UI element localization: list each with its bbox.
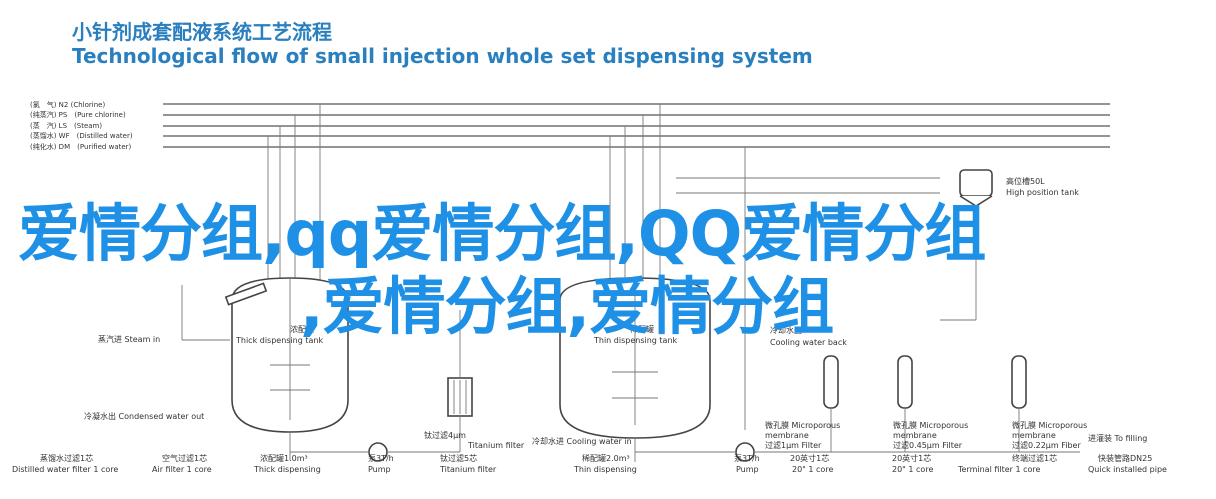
titanium-filter (447, 310, 473, 430)
cooling-back-label-cn: 冷却水回 (770, 325, 802, 335)
caption-en: Thick dispensing (253, 465, 321, 474)
legend-item: (纯蒸汽) PS (Pure chlorine) (30, 110, 126, 119)
caption-cn: 泵3T/h (734, 454, 760, 463)
caption-en: 20" 1 core (792, 465, 833, 474)
overlay-text-line-2: ,爱情分组,爱情分组 (300, 270, 834, 343)
diagram-title-cn: 小针剂成套配液系统工艺流程 (72, 20, 332, 44)
caption-cn: 浓配罐1.0m³ (260, 453, 308, 463)
cooling-back-label-en: Cooling water back (770, 338, 847, 347)
steam-in-label: 蒸汽进 Steam in (98, 334, 160, 344)
ti-filter-label-2: Titanium filter (467, 441, 525, 450)
cooling-in-label: 冷却水进 Cooling water in (532, 436, 632, 446)
caption-en: Pump (368, 465, 391, 474)
vertical-drops (181, 104, 940, 430)
caption-en: Terminal filter 1 core (957, 465, 1041, 474)
diagram-title-en: Technological flow of small injection wh… (72, 44, 813, 68)
caption-en: Quick installed pipe (1088, 465, 1167, 474)
micro-filter-3-line1: 微孔膜 Microporous (1012, 420, 1087, 430)
legend-item: (纯化水) DM (Purified water) (30, 142, 132, 151)
microporous-filters (823, 355, 1027, 452)
thin-tank-label-cn: 稀配罐 (630, 324, 654, 334)
caption-en: Air filter 1 core (152, 465, 212, 474)
caption-cn: 空气过滤1芯 (162, 453, 207, 463)
micro-filter-1-line1: 微孔膜 Microporous (765, 420, 840, 430)
caption-cn: 20英寸1芯 (892, 453, 931, 463)
overlay-text-line-1: 爱情分组,qq爱情分组,QQ爱情分组 (18, 197, 986, 270)
high-position-tank: 高位槽50L High position tank (940, 169, 1079, 321)
caption-cn: 终端过滤1芯 (1012, 453, 1057, 463)
thick-tank-label-cn: 浓配罐 (290, 324, 314, 334)
legend-item: (蒸 汽) LS (Steam) (30, 121, 102, 130)
micro-filter-3-line3: 过滤0.22μm Fiber (1012, 440, 1081, 450)
caption-en: Pump (736, 465, 759, 474)
thin-dispensing-tank: Thin dispensing tank 稀配罐 (559, 277, 711, 462)
caption-cn: 20英寸1芯 (790, 453, 829, 463)
legend-item: (蒸馏水) WF (Distilled water) (30, 131, 133, 140)
caption-en: Titanium filter (439, 465, 497, 474)
thick-dispensing-tank: Thick dispensing tank 浓配罐 (224, 277, 349, 460)
caption-cn: 钛过滤5芯 (440, 453, 477, 463)
micro-filter-1-line2: membrane (765, 431, 809, 440)
process-labels: 蒸汽进 Steam in 冷却水回 Cooling water back 冷凝水… (84, 325, 1147, 450)
high-tank-label-cn: 高位槽50L (1006, 176, 1045, 186)
bottom-captions: 蒸馏水过滤1芯 Distilled water filter 1 core 空气… (12, 453, 1167, 474)
caption-cn: 蒸馏水过滤1芯 (40, 453, 93, 463)
legend-item: (氯 气) N2 (Chlorine) (30, 100, 105, 109)
to-filling-label: 进灌装 To filling (1088, 433, 1147, 443)
caption-cn: 快装管路DN25 (1098, 453, 1152, 463)
pipe-legend: (氯 气) N2 (Chlorine) (纯蒸汽) PS (Pure chlor… (30, 100, 133, 151)
thin-tank-label-en: Thin dispensing tank (593, 336, 678, 345)
micro-filter-3-line2: membrane (1012, 431, 1056, 440)
condensed-out-label: 冷凝水出 Condensed water out (84, 411, 204, 421)
micro-filter-2-line3: 过滤0.45μm Filter (893, 440, 963, 450)
thick-tank-label-en: Thick dispensing tank (235, 336, 323, 345)
micro-filter-2-line1: 微孔膜 Microporous (893, 420, 968, 430)
pumps (290, 430, 1080, 462)
micro-filter-2-line2: membrane (893, 431, 937, 440)
header-pipes (163, 103, 1110, 148)
caption-en: Distilled water filter 1 core (12, 465, 118, 474)
caption-en: Thin dispensing (573, 465, 637, 474)
caption-cn: 稀配罐2.0m³ (582, 453, 630, 463)
high-tank-label-en: High position tank (1006, 188, 1079, 197)
ti-filter-label-1: 钛过滤4μm (424, 430, 466, 440)
caption-en: 20" 1 core (892, 465, 933, 474)
micro-filter-1-line3: 过滤1μm Filter (765, 440, 822, 450)
caption-cn: 泵3T/h (368, 454, 394, 463)
